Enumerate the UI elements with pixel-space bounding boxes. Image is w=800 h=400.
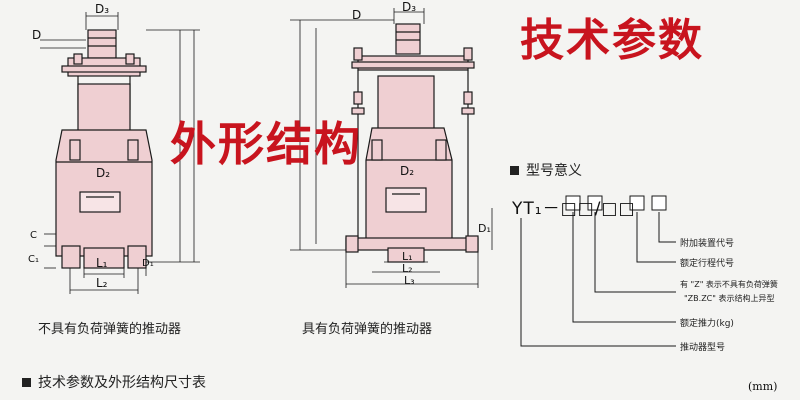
dim-d-left: D (32, 28, 42, 42)
dim-l1-left: L₁ (96, 256, 108, 270)
model-code: YT₁－□□/□□ (512, 199, 636, 219)
dim-c-left: C (30, 230, 37, 241)
dim-l3-right: L₃ (404, 274, 415, 287)
dim-l2-right: L₂ (402, 262, 413, 275)
dim-d2-right: D₂ (400, 164, 415, 178)
right-dimension-lines (290, 8, 493, 288)
outline-structure-title: 外形结构 (170, 117, 362, 171)
dim-c1-left: C₁ (28, 254, 39, 265)
model-code-tree (520, 195, 676, 347)
left-device-caption: 不具有负荷弹簧的推动器 (38, 322, 182, 337)
right-device-caption: 具有负荷弹簧的推动器 (302, 322, 433, 337)
dim-d1-right: D₁ (478, 222, 491, 235)
dim-l1-right: L₁ (402, 250, 413, 263)
dim-d3-left: D₃ (95, 2, 110, 16)
legend-item-z-meaning: 有 "Z" 表示不具有负荷弹簧 (680, 280, 778, 289)
legend-item-rated-stroke: 额定行程代号 (680, 259, 735, 269)
technical-params-title: 技术参数 (520, 15, 704, 66)
dim-d2-left: D₂ (96, 166, 111, 180)
unit-label: (mm) (748, 380, 778, 393)
dim-d3-right: D₃ (402, 0, 417, 14)
legend-item-additional-device: 附加装置代号 (680, 239, 735, 249)
bullet-square-icon (22, 378, 31, 387)
dim-d-right: D (352, 8, 362, 22)
left-actuator-drawing (55, 29, 153, 269)
dim-d1-left: D₁ (142, 258, 154, 269)
bottom-section-title: 技术参数及外形结构尺寸表 (22, 372, 206, 392)
legend-item-rated-thrust: 额定推力(kg) (680, 319, 734, 329)
dim-l2-left: L₂ (96, 276, 108, 290)
legend-item-actuator-model: 推动器型号 (680, 343, 726, 353)
bottom-section-title-text: 技术参数及外形结构尺寸表 (38, 375, 206, 391)
model-meaning-heading: 型号意义 (510, 160, 582, 180)
left-dimension-lines (40, 12, 200, 294)
model-meaning-heading-text: 型号意义 (526, 163, 582, 179)
legend-item-zb-zc-meaning: "ZB.ZC" 表示结构上异型 (684, 294, 775, 303)
bullet-square-icon (510, 166, 519, 175)
right-actuator-drawing (345, 23, 479, 263)
